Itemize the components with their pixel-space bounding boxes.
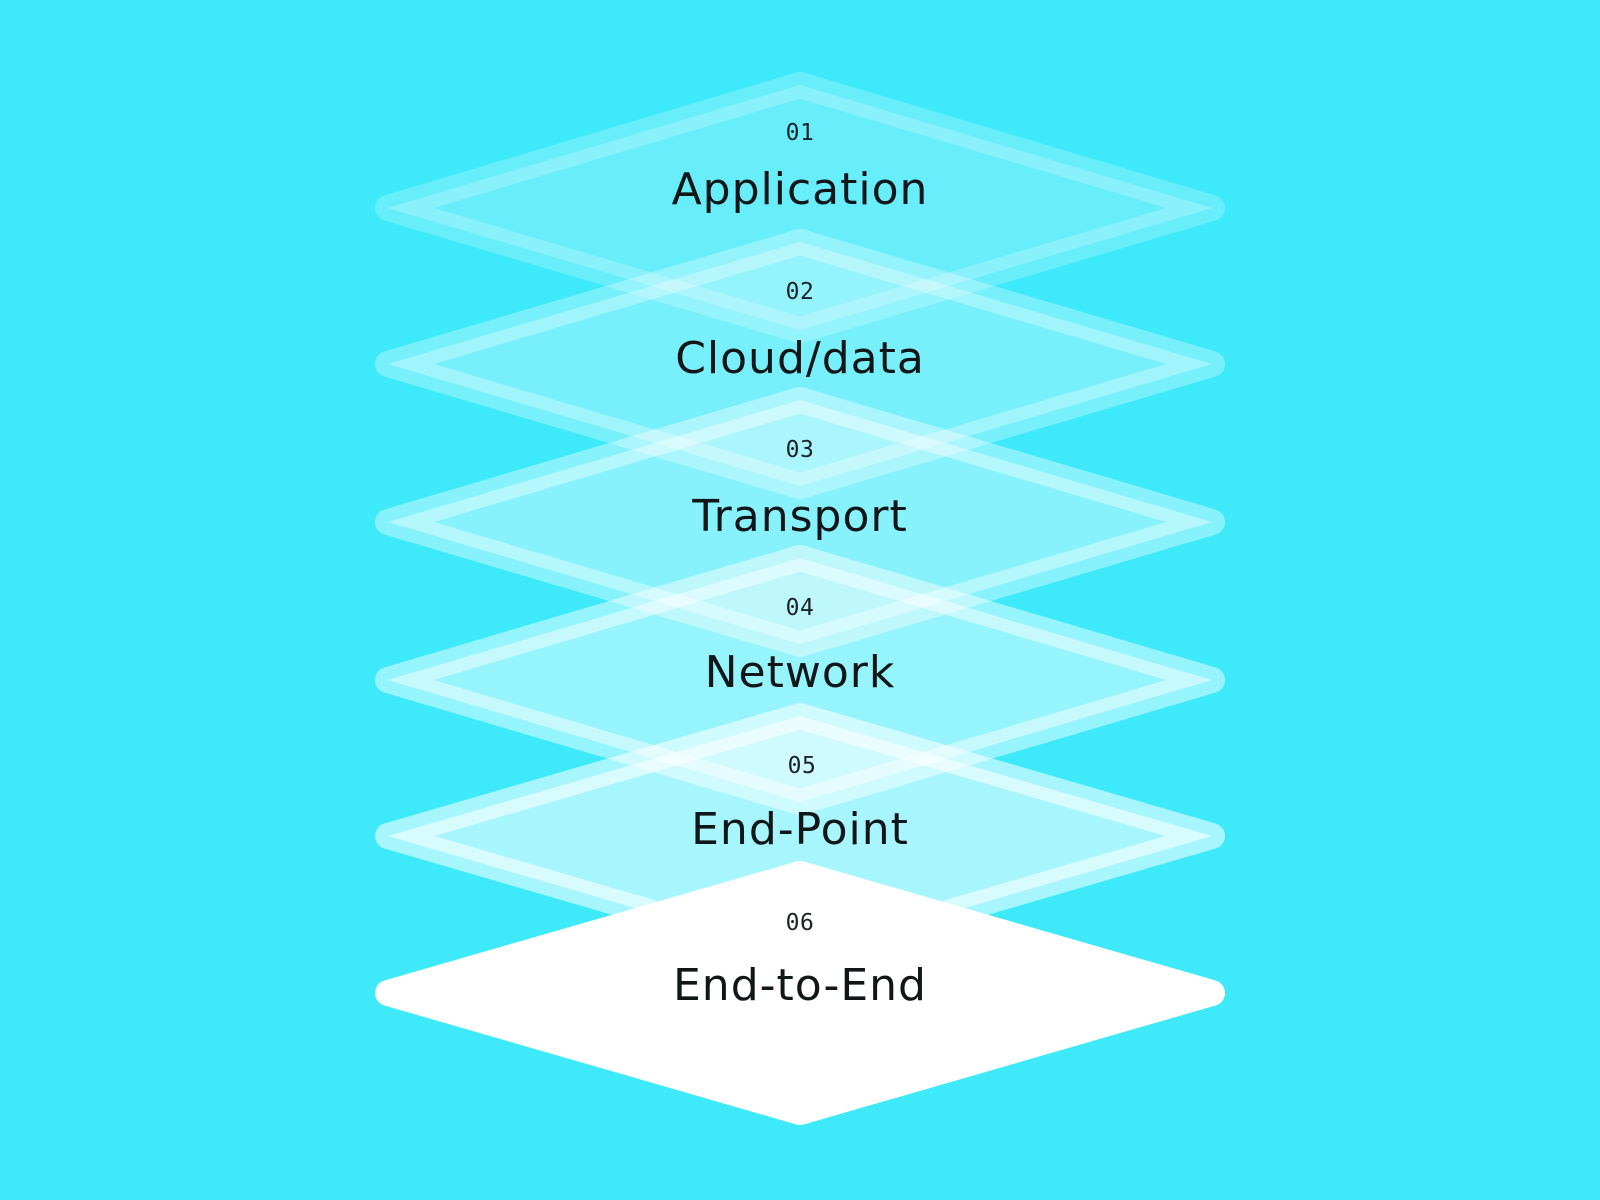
layer-06-number: 06	[785, 910, 815, 936]
layer-02-shape	[375, 229, 1225, 499]
layer-01-number: 01	[785, 120, 815, 146]
layer-06-title: End-to-End	[673, 960, 927, 1011]
layer-04-number: 04	[785, 595, 815, 621]
layer-04-title: Network	[704, 647, 896, 698]
layer-02-number: 02	[785, 279, 815, 305]
layer-05-number: 05	[787, 753, 817, 779]
layer-01-title: Application	[671, 164, 929, 215]
layer-03-number: 03	[785, 437, 815, 463]
layer-01-shape	[375, 72, 1225, 343]
layer-05-title: End-Point	[691, 804, 909, 855]
layer-03-title: Transport	[692, 491, 908, 542]
layer-02-title: Cloud/data	[675, 333, 925, 384]
layer-03-shape	[375, 387, 1225, 657]
layer-06-shape	[375, 861, 1225, 1125]
